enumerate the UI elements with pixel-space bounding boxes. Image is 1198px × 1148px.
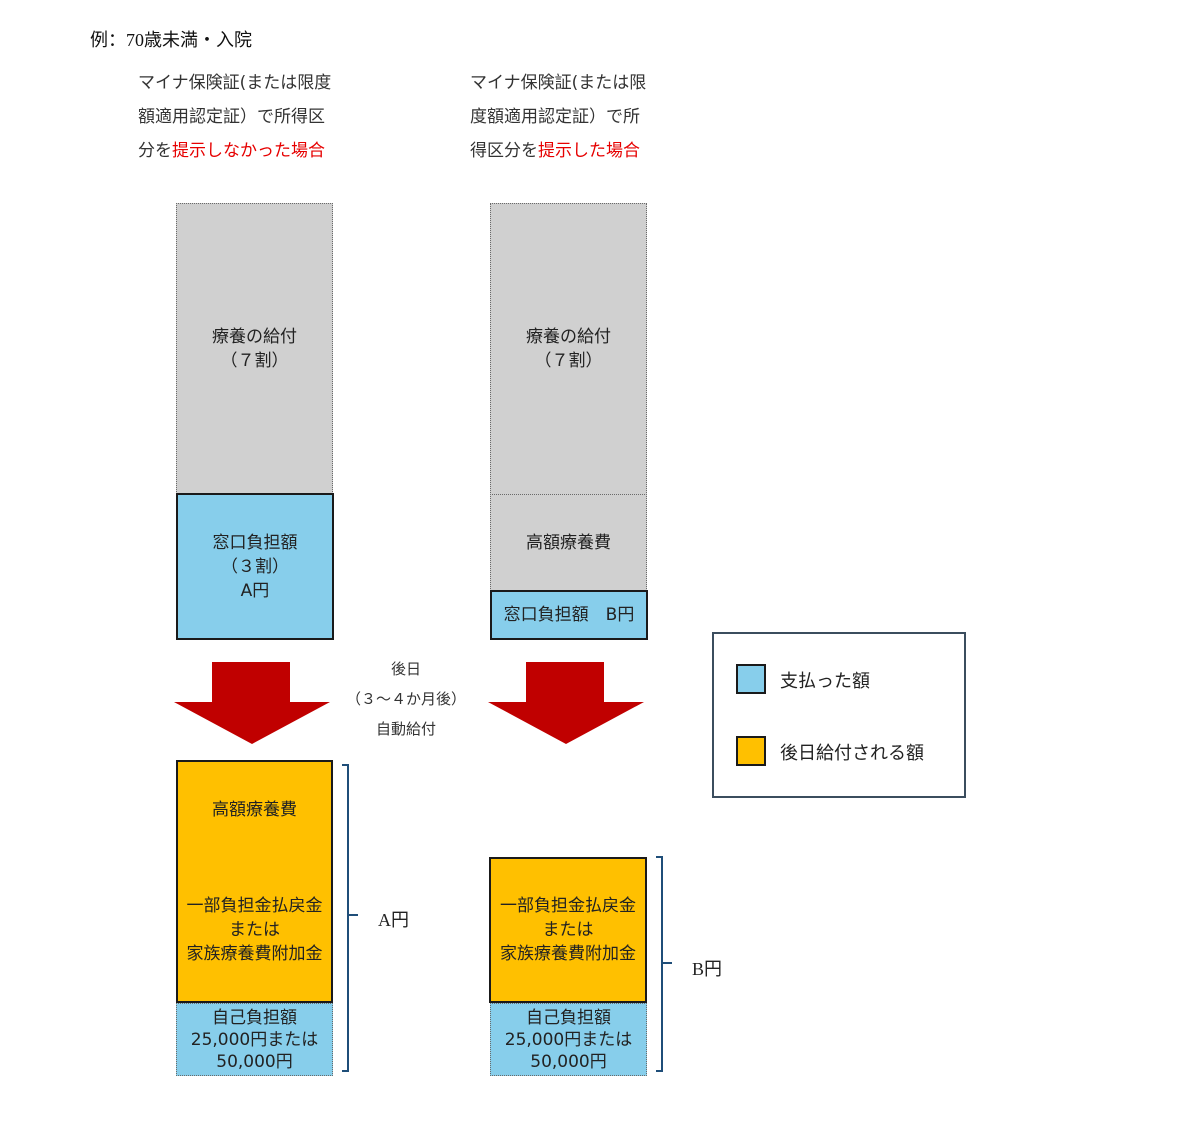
right-header-line2: 度額適用認定証）で所 [470,107,640,127]
middle-note-line1: 後日 [390,660,421,678]
left-jiko-box: 自己負担額 25,000円または 50,000円 [176,1003,333,1076]
example-label: 例：70歳未満・入院 [90,30,252,50]
left-header-line1: マイナ保険証(または限度 [138,73,332,93]
left-header-line3: 分を提示しなかった場合 [138,134,331,168]
left-madoguchi-line1: 窓口負担額 [212,532,298,553]
left-down-arrow-icon [174,662,330,744]
left-kogaku-label: 高額療養費 [212,800,297,820]
right-brace-path [656,856,672,1072]
left-jiko-line2: 25,000円または [190,1029,319,1050]
left-madoguchi-line3: A円 [240,580,270,601]
right-down-arrow-icon [488,662,644,744]
right-header-highlight: 提示した場合 [538,141,640,161]
legend-later-swatch [736,736,766,766]
left-jiko-line1: 自己負担額 [212,1007,297,1028]
right-ichibu-line2: または [542,920,594,940]
right-ryoyo-line2: （７割） [534,351,603,371]
left-ichibu-line1: 一部負担金払戻金 [186,895,323,916]
left-brace-path [342,764,358,1072]
left-header-line2: 額適用認定証）で所得区 [138,107,325,127]
legend-paid-swatch [736,664,766,694]
left-madoguchi-box: 窓口負担額 （３割） A円 [176,493,334,640]
right-madoguchi-box: 窓口負担額 B円 [490,590,648,640]
right-arrow-shape [488,662,644,744]
right-jiko-line2: 25,000円または [504,1029,633,1050]
right-brace-icon [656,856,672,1072]
left-madoguchi-line2: （３割） [221,556,289,577]
right-kogaku-box: 高額療養費 [490,494,647,591]
right-ichibu-box: 一部負担金払戻金 または 家族療養費附加金 [489,857,647,1003]
left-ichibu-line3: 家族療養費附加金 [186,943,323,964]
legend-paid-label: 支払った額 [780,671,870,692]
right-header-line1: マイナ保険証(または限 [470,73,647,93]
middle-note-line2: （３～４か月後） [345,690,466,708]
middle-note: 後日 （３～４か月後） 自動給付 [336,654,476,744]
right-jiko-line3: 50,000円 [530,1051,607,1072]
right-ichibu-line3: 家族療養費附加金 [500,944,636,964]
right-ichibu-line1: 一部負担金払戻金 [500,896,636,916]
right-total-label: B円 [692,959,723,979]
left-ryoyo-line1: 療養の給付 [212,326,297,347]
left-jiko-line3: 50,000円 [216,1051,293,1072]
right-jiko-line1: 自己負担額 [526,1007,611,1028]
right-ryoyo-line1: 療養の給付 [526,327,611,347]
right-header: マイナ保険証(または限 度額適用認定証）で所 得区分を提示した場合 [470,66,646,168]
right-header-prefix: 得区分を [470,141,538,161]
right-ryoyo-box: 療養の給付 （７割） [490,203,647,495]
left-ryoyo-line2: （７割） [220,350,289,371]
right-jiko-box: 自己負担額 25,000円または 50,000円 [490,1003,647,1076]
left-header-highlight: 提示しなかった場合 [172,141,325,161]
left-arrow-shape [174,662,330,744]
legend: 支払った額 後日給付される額 [712,632,966,798]
right-header-line3: 得区分を提示した場合 [470,134,646,168]
left-kogaku-box: 高額療養費 [176,760,333,859]
middle-note-line3: 自動給付 [375,720,436,738]
right-kogaku-label: 高額療養費 [526,532,611,553]
left-ichibu-line2: または [229,919,280,940]
left-ryoyo-box: 療養の給付 （７割） [176,203,333,494]
left-header-prefix: 分を [138,141,172,161]
left-total-label: A円 [378,910,409,930]
left-ichibu-box: 一部負担金払戻金 または 家族療養費附加金 [176,858,333,1003]
left-brace-icon [342,764,358,1072]
legend-later-label: 後日給付される額 [780,743,924,764]
left-header: マイナ保険証(または限度 額適用認定証）で所得区 分を提示しなかった場合 [138,66,331,168]
right-madoguchi-label: 窓口負担額 B円 [503,605,635,625]
